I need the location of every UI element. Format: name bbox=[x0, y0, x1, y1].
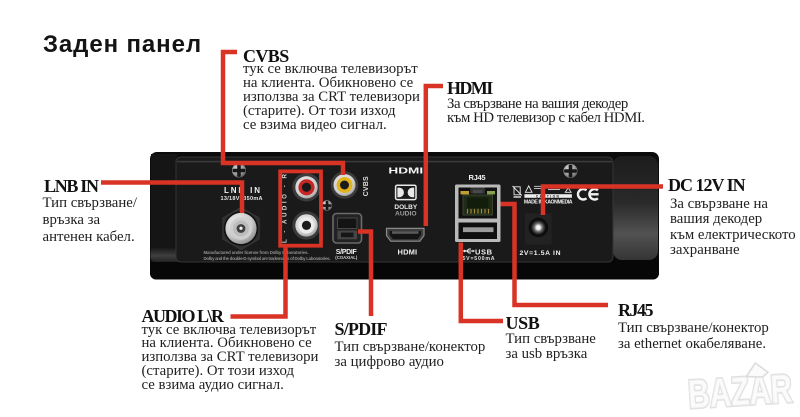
svg-text:RJ45: RJ45 bbox=[469, 173, 486, 182]
svg-text:AUDIO: AUDIO bbox=[395, 211, 417, 217]
svg-text:BAZAR: BAZAR bbox=[687, 367, 794, 417]
svg-text:MADE IN KAONMEDIA: MADE IN KAONMEDIA bbox=[524, 200, 573, 206]
svg-text:DOLBY: DOLBY bbox=[394, 205, 417, 211]
svg-text:(COAXIAL): (COAXIAL) bbox=[335, 255, 358, 260]
svg-text:HDMI: HDMI bbox=[398, 248, 418, 257]
svg-text:5V=500mA: 5V=500mA bbox=[463, 256, 495, 262]
svg-text:Dolby and the double-D symbol: Dolby and the double-D symbol are tradem… bbox=[204, 256, 331, 261]
svg-text:CVBS: CVBS bbox=[363, 176, 370, 196]
svg-text:S/PDIF: S/PDIF bbox=[336, 249, 358, 256]
svg-text:CAUTION: CAUTION bbox=[536, 194, 560, 198]
svg-text:HDMI: HDMI bbox=[388, 165, 423, 175]
svg-text:2V=1.5A IN: 2V=1.5A IN bbox=[520, 250, 561, 257]
svg-text:Manufactured under license fro: Manufactured under license from Dolby La… bbox=[204, 250, 309, 255]
svg-text:L - AUDIO - R: L - AUDIO - R bbox=[282, 173, 289, 243]
svg-text:USB: USB bbox=[475, 247, 493, 256]
svg-text:BAZAR: BAZAR bbox=[687, 367, 794, 417]
